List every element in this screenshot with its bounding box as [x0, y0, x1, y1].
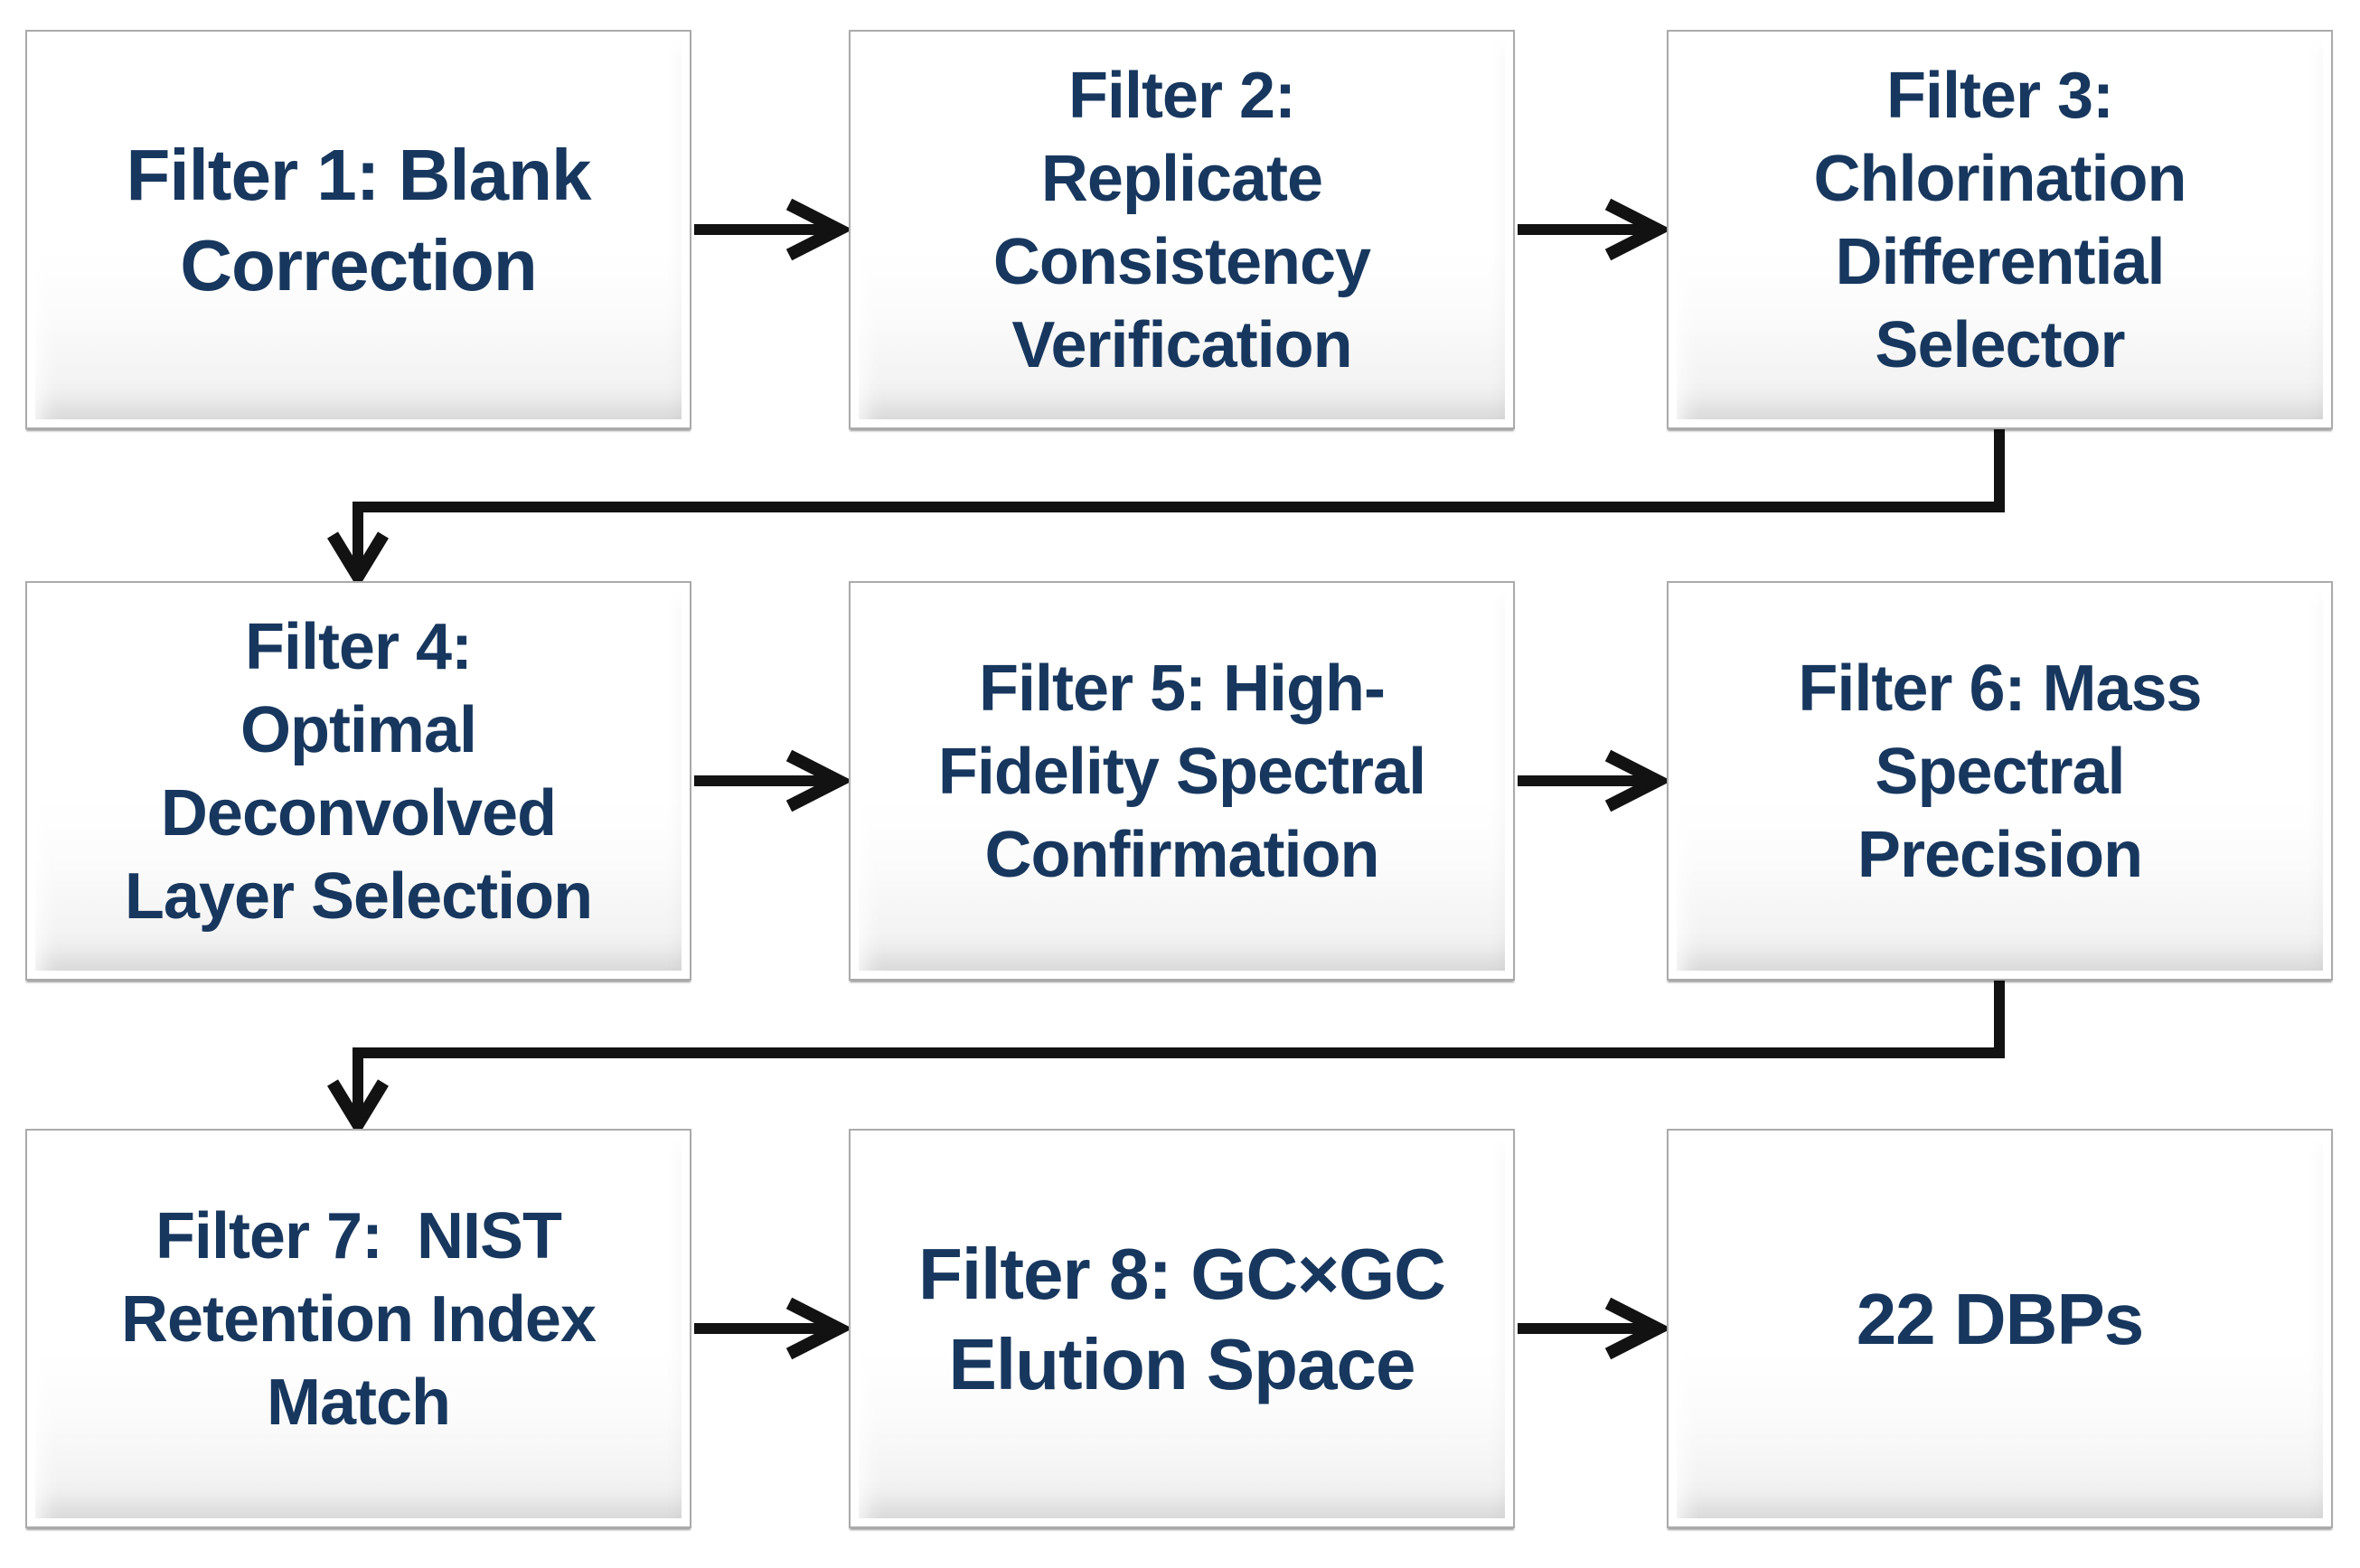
arrow-filter1-to-filter2 — [694, 198, 853, 261]
connector-filter6-to-filter7 — [327, 980, 2005, 1137]
arrow-filter8-to-result — [1518, 1297, 1672, 1360]
arrow-filter2-to-filter3 — [1518, 198, 1672, 261]
flowchart-box-result: 22 DBPs — [1667, 1129, 2333, 1528]
arrow-filter4-to-filter5 — [694, 749, 853, 812]
box-label-result: 22 DBPs — [1856, 1279, 2145, 1359]
arrow-filter5-to-filter6 — [1518, 749, 1672, 812]
connector-filter3-to-filter4 — [327, 428, 2005, 589]
arrow-filter7-to-filter8 — [694, 1297, 853, 1360]
